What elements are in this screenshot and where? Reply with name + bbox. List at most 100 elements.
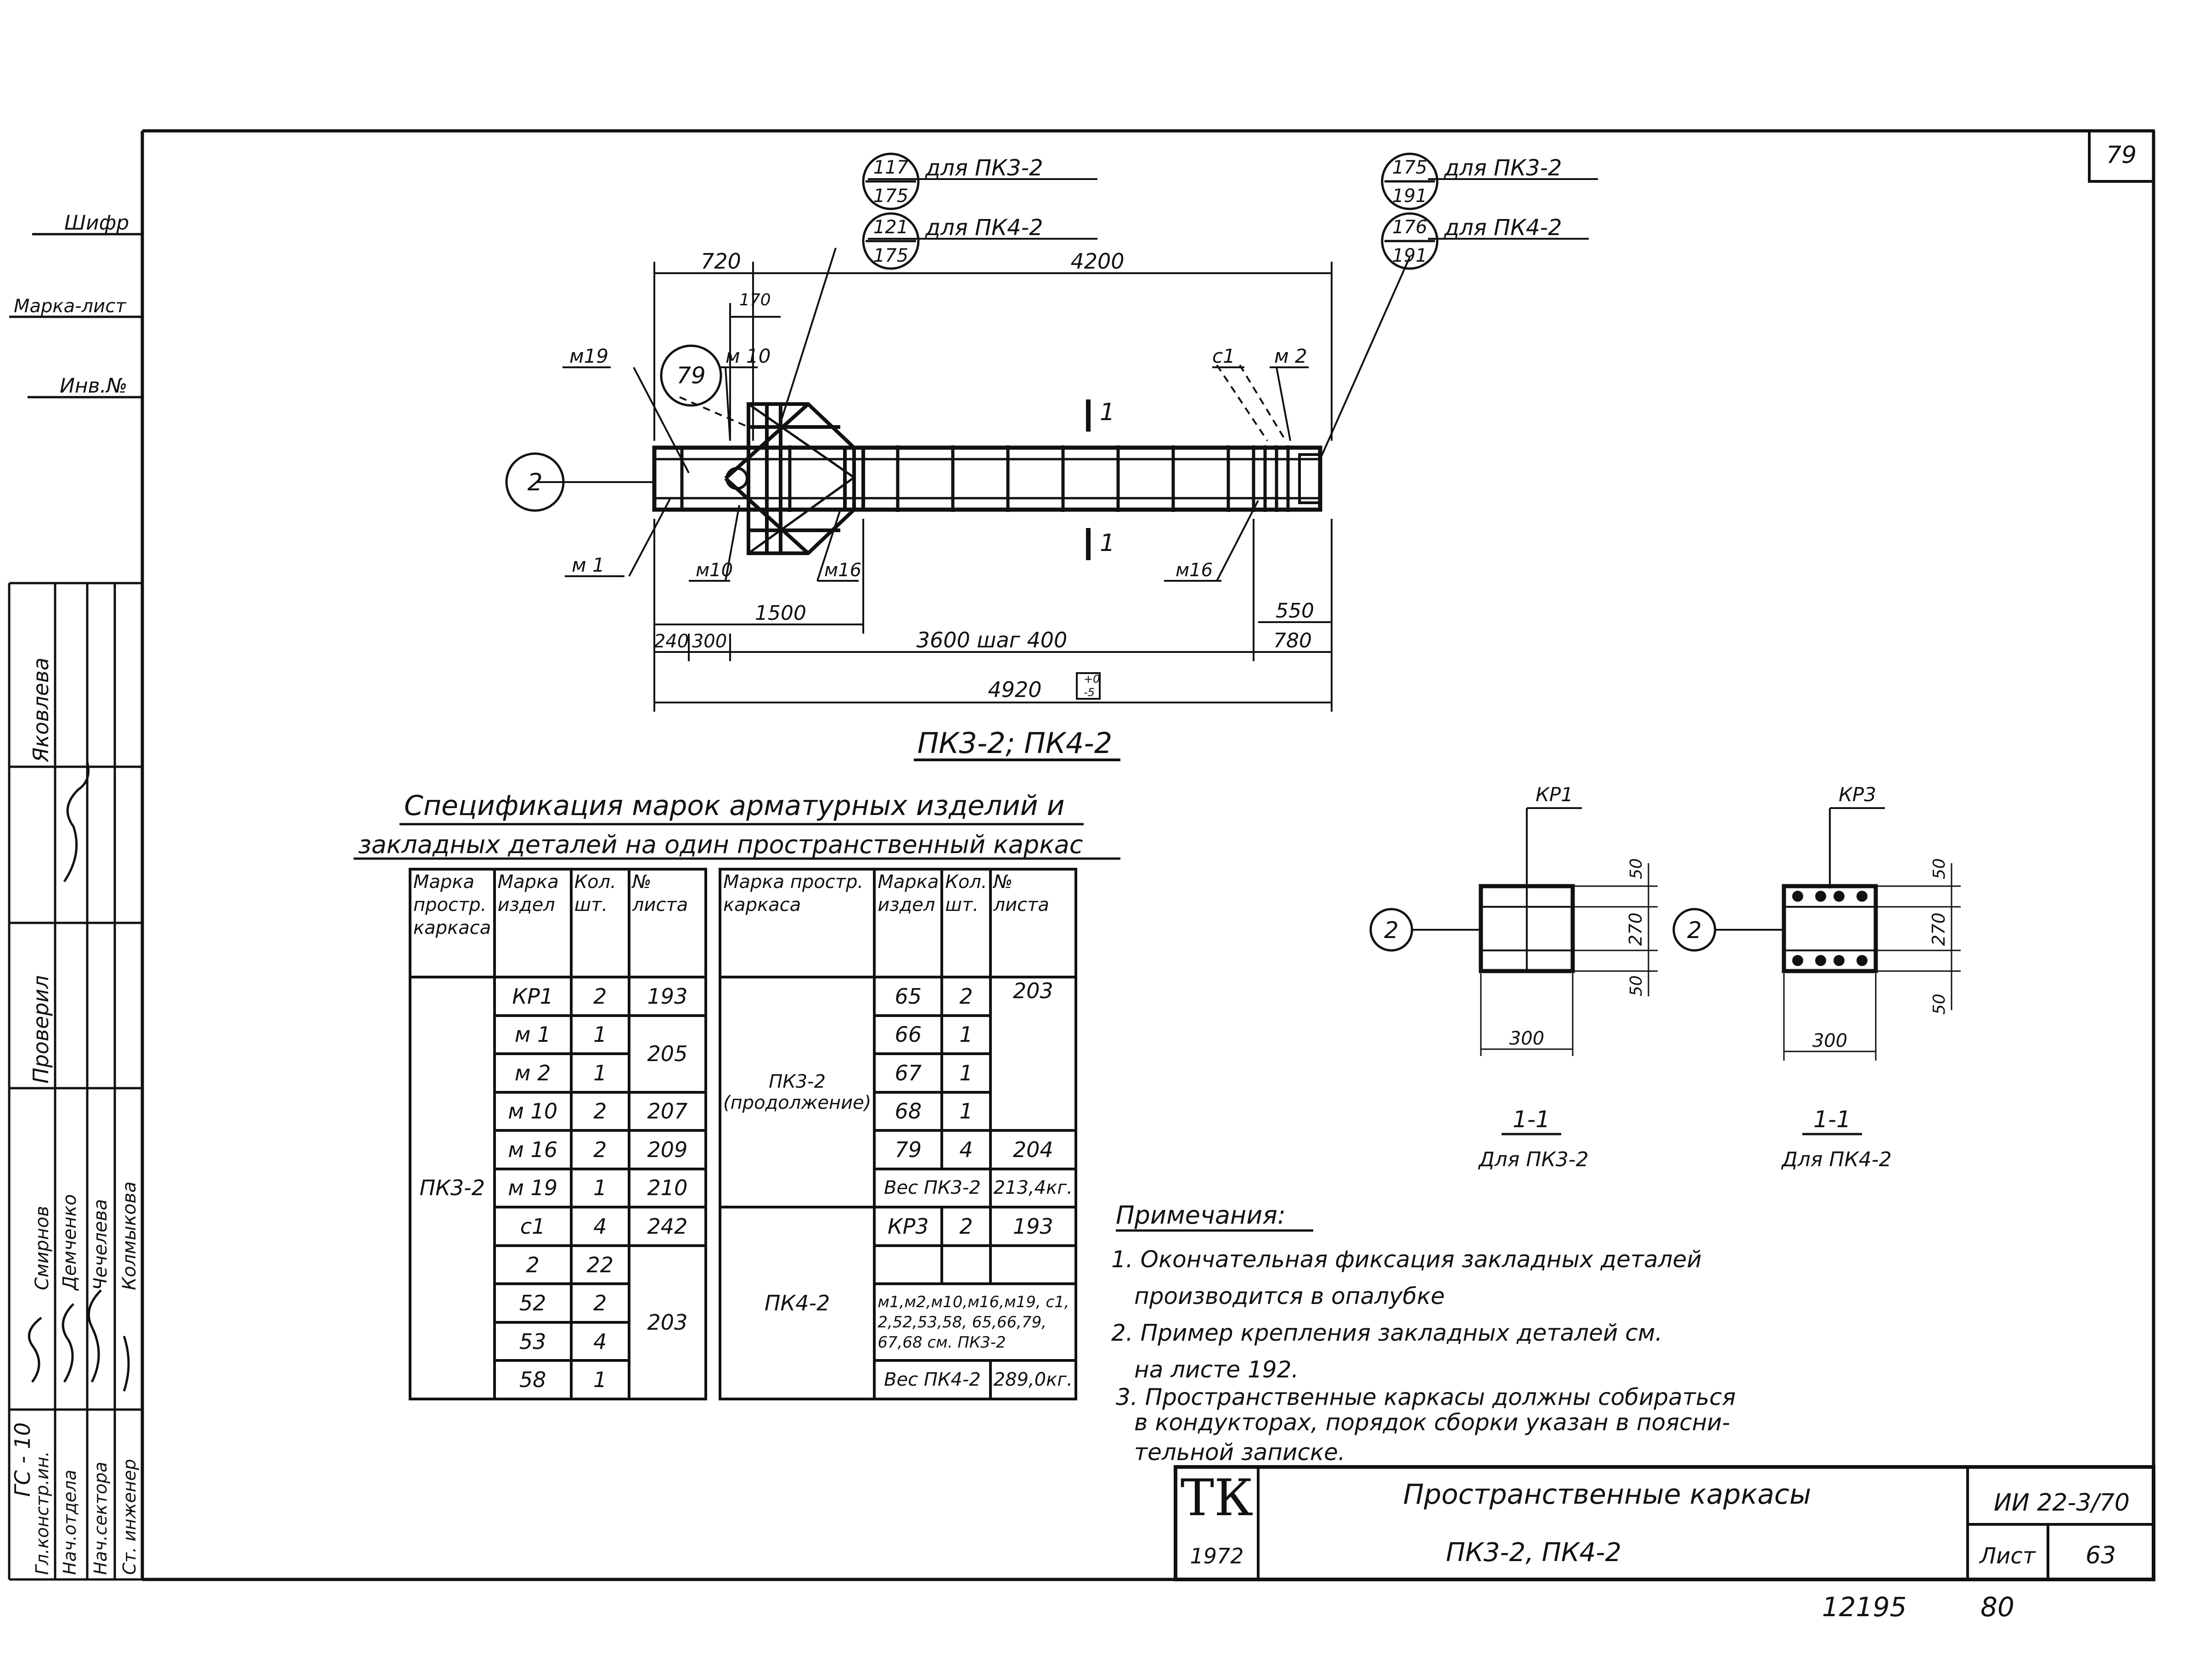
hdr-marka-izdel: Марка издел [493,868,573,978]
row-sheet: 242 [627,1206,708,1247]
spec-table-right: Марка простр. каркаса Марка издел Кол. ш… [718,868,1077,1400]
dim-550: 550 [1276,599,1314,623]
name-3: Чечелева [90,1199,111,1290]
note-line-6: в кондукторах, порядок сборки указан в п… [1134,1409,1730,1436]
row-qty: 2 [569,1129,630,1170]
row-qty: 2 [569,1090,630,1132]
section1-callout: 2 [1384,917,1399,944]
note-line-5: 3. Пространственные каркасы должны собир… [1116,1384,1736,1410]
row-mark: 58 [493,1359,573,1400]
section-view-kr1 [1369,807,1658,1135]
callout-117: 117 [873,157,909,178]
marka-list-label: Марка-лист [14,296,127,317]
group-pk3-2-cont: ПК3-2 (продолжение) [718,975,876,1209]
spec-title-2: закладных деталей на один пространственн… [358,830,1083,859]
dim-720: 720 [701,249,741,274]
label-c1: с1 [1212,345,1235,367]
row-qty: 4 [569,1206,630,1247]
weight-pk4-2-value: 289,0кг. [989,1359,1077,1400]
dim-300: 300 [692,631,727,652]
callout-79: 79 [676,362,706,389]
callout-175: 175 [1392,157,1427,178]
spec-title-1: Спецификация марок арматурных изделий и [404,790,1065,822]
stamp-sheet-no: 63 [2086,1542,2116,1569]
left-margin [8,233,142,1581]
section2-d50b: 50 [1930,994,1949,1015]
stamp-code: ИИ 22-3/70 [1994,1489,2130,1517]
row-sheet: 193 [989,1206,1077,1247]
checker-name: Яковлева [28,657,53,763]
gost-fragment: ГС - 10 [10,1422,35,1497]
row-mark: 53 [493,1320,573,1362]
stamp-title: Пространственные каркасы [1403,1478,1811,1511]
hdr-kol-2: Кол. шт. [940,868,992,978]
callout-121-text: для ПК4-2 [925,215,1043,241]
label-m16b: м16 [1176,560,1213,581]
row-sheet: 203 [627,1244,708,1401]
label-m2: м 2 [1274,345,1307,367]
row-sheet: 193 [627,975,708,1017]
hdr-marka-karkasa: Марка простр. каркаса [409,868,496,978]
section1-d270: 270 [1626,912,1646,946]
row-mark: 66 [873,1014,944,1056]
role-4: Ст. инженер [119,1459,140,1575]
footer-sheet: 80 [1980,1591,2014,1623]
inv-no-label: Инв.№ [60,374,127,398]
row-mark: 68 [873,1090,944,1132]
hdr-list-2: № листа [989,868,1077,978]
callout-191a: 191 [1392,185,1427,207]
drawing-title: ПК3-2; ПК4-2 [917,726,1112,760]
note-line-7: тельной записке. [1134,1439,1345,1466]
row-mark: с1 [493,1206,573,1247]
row-qty: 1 [569,1014,630,1056]
callout-191b: 191 [1392,245,1427,266]
section2-cage: КР3 [1839,783,1876,806]
spec-title-underlines [354,823,1120,860]
callout-176: 176 [1392,217,1427,238]
shifr-label: Шифр [64,211,129,235]
dim-4920: 4920 [988,677,1041,702]
row-qty: 2 [569,975,630,1017]
sheet-frame [141,129,2155,1581]
section2-d270: 270 [1929,912,1949,946]
row-mark: КР3 [873,1206,944,1247]
section1-d50a: 50 [1627,858,1646,879]
section-view-kr3 [1672,807,1961,1135]
hdr-list: № листа [627,868,708,978]
row-mark: 52 [493,1282,573,1324]
weight-pk4-2-label: Вес ПК4-2 [873,1359,992,1400]
footer-number: 12195 [1822,1591,1907,1623]
see-note: м1,м2,м10,м16,м19, с1, 2,52,53,58, 65,66… [873,1282,1077,1362]
name-2: Демченко [59,1194,80,1291]
blank-cell [873,1244,944,1286]
row-qty: 1 [569,1359,630,1400]
row-sheet: 204 [989,1129,1077,1170]
signatures [28,762,130,1392]
note-line-4: на листе 192. [1134,1356,1299,1383]
row-qty: 2 [940,975,992,1017]
spec-table-left: Марка простр. каркаса Марка издел Кол. ш… [409,868,708,1401]
dim-170: 170 [739,291,771,309]
row-qty: 1 [569,1052,630,1094]
row-mark: КР1 [493,975,573,1017]
tolerance-box [1076,672,1101,700]
row-qty: 22 [569,1244,630,1286]
row-qty: 1 [940,1052,992,1094]
row-mark: 65 [873,975,944,1017]
row-qty: 2 [569,1282,630,1324]
row-sheet: 210 [627,1167,708,1209]
row-qty: 1 [940,1090,992,1132]
stamp-subtitle: ПК3-2, ПК4-2 [1446,1538,1621,1568]
group-pk4-2: ПК4-2 [718,1206,876,1400]
blank-cell [940,1244,992,1286]
note-line-1: 1. Окончательная фиксация закладных дета… [1111,1246,1702,1273]
row-mark: м 2 [493,1052,573,1094]
row-sheet: 207 [627,1090,708,1132]
dim-4200: 4200 [1070,249,1124,274]
row-qty: 2 [940,1206,992,1247]
hdr-marka-izdel-2: Марка издел [873,868,944,978]
section2-callout: 2 [1687,917,1702,944]
row-sheet: 203 [989,975,1077,1132]
row-qty: 4 [569,1320,630,1362]
stamp-sheet-label: Лист [1979,1543,2036,1569]
